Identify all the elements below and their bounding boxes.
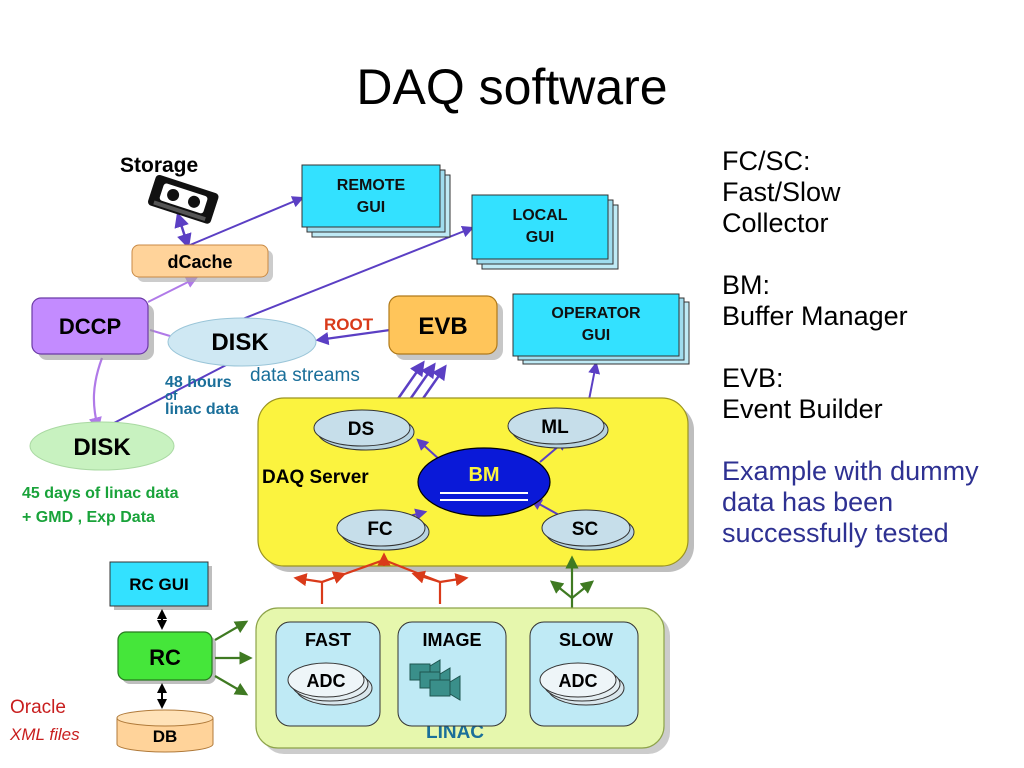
camera-icon [409, 659, 461, 701]
ml-node: ML [507, 407, 609, 449]
note-example-text: Example with dummy data has been success… [722, 456, 979, 548]
disk-archive: DISK [29, 421, 175, 471]
days-note-line1: 45 days of linac data [22, 485, 179, 502]
slide-title: DAQ software [356, 59, 668, 115]
data-streams-label: data streams [250, 365, 360, 386]
operator-gui-line2: GUI [582, 327, 610, 344]
ds-node: DS [313, 409, 415, 451]
oracle-label: Oracle [10, 697, 66, 718]
rc-box: RC [117, 631, 216, 684]
dccp-label: DCCP [59, 314, 121, 339]
hours-note-line2: of [165, 388, 178, 403]
db-cylinder: DB [116, 709, 214, 753]
tape-icon [147, 174, 219, 224]
fc-label: FC [367, 519, 393, 540]
dccp-box: DCCP [31, 297, 154, 360]
rc-control-arrows [214, 620, 253, 696]
note-fc-sc-abbr: FC/SC: [722, 146, 811, 176]
hours-note-line3: linac data [165, 401, 239, 418]
rc-label: RC [149, 645, 181, 670]
sc-label: SC [572, 519, 599, 540]
days-note-line2: + GMD , Exp Data [22, 509, 155, 526]
evb-label: EVB [418, 313, 467, 340]
note-example: Example with dummy data has been success… [722, 456, 982, 549]
note-bm: BM: Buffer Manager [722, 270, 1022, 332]
ml-label: ML [541, 417, 569, 438]
disk-archive-label: DISK [73, 434, 131, 461]
operator-gui-box: OPERATOR GUI [512, 293, 690, 365]
slow-adc-label: ADC [559, 671, 598, 691]
disk-main-label: DISK [211, 329, 269, 356]
image-panel: IMAGE [397, 621, 507, 727]
daq-server-label: DAQ Server [262, 467, 369, 488]
dcache-label: dCache [167, 252, 232, 272]
disk-main: DISK [167, 317, 317, 367]
fast-adc-label: ADC [307, 671, 346, 691]
rc-gui-label: RC GUI [129, 575, 189, 594]
ds-label: DS [348, 419, 374, 440]
fast-panel: FAST ADC [275, 621, 381, 727]
fc-fan-arrows [293, 552, 469, 604]
note-evb: EVB: Event Builder [722, 363, 1022, 425]
local-gui-box: LOCAL GUI [471, 194, 619, 270]
local-gui-line1: LOCAL [512, 207, 567, 224]
root-label: ROOT [324, 315, 374, 334]
storage-label: Storage [120, 154, 198, 177]
local-gui-line2: GUI [526, 229, 554, 246]
note-fc-sc: FC/SC: Fast/Slow Collector [722, 146, 1022, 239]
note-evb-full: Event Builder [722, 394, 883, 424]
notes-panel: FC/SC: Fast/Slow Collector BM: Buffer Ma… [722, 146, 1022, 580]
xml-files-label: XML files [9, 725, 80, 744]
slow-panel: SLOW ADC [529, 621, 639, 727]
operator-gui-line1: OPERATOR [551, 305, 641, 322]
note-evb-abbr: EVB: [722, 363, 784, 393]
rc-gui-box: RC GUI [109, 561, 212, 610]
remote-gui-line1: REMOTE [337, 177, 406, 194]
note-fc-sc-full: Fast/Slow Collector [722, 177, 841, 238]
hours-note-line1: 48 hours [165, 374, 232, 391]
note-bm-abbr: BM: [722, 270, 771, 300]
remote-gui-line2: GUI [357, 199, 385, 216]
evb-box: EVB [388, 295, 503, 360]
sc-node: SC [541, 509, 635, 551]
note-bm-full: Buffer Manager [722, 301, 908, 331]
sc-fan-arrows [549, 555, 595, 614]
bm-label: BM [468, 464, 499, 486]
db-label: DB [153, 727, 178, 746]
fc-node: FC [336, 509, 430, 551]
dcache-box: dCache [131, 244, 273, 282]
bm-node: BM [417, 447, 551, 517]
slow-label: SLOW [559, 630, 613, 650]
hours-note: 48 hours of linac data [165, 374, 239, 418]
remote-gui-box: REMOTE GUI [301, 164, 451, 238]
fast-label: FAST [305, 630, 351, 650]
linac-label: LINAC [426, 722, 484, 743]
image-label: IMAGE [422, 630, 481, 650]
